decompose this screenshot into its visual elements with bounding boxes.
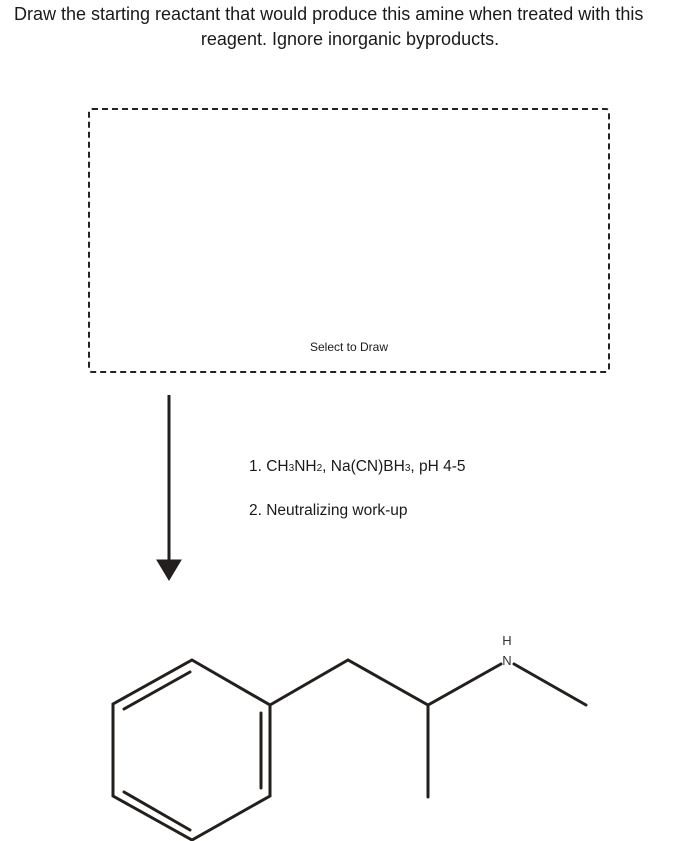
double-bond xyxy=(122,670,192,711)
atom-h-label: H xyxy=(502,633,511,648)
reagent-step-1: 1. CH3NH2, Na(CN)BH3, pH 4-5 xyxy=(249,458,466,476)
question-line-2: reagent. Ignore inorganic byproducts. xyxy=(200,29,500,49)
atom-n-label: N xyxy=(502,653,511,668)
text: NH xyxy=(294,458,317,475)
text: , pH 4-5 xyxy=(410,458,466,475)
text: , Na(CN)BH xyxy=(322,458,405,475)
reagent-step-2: 2. Neutralizing work-up xyxy=(249,502,408,519)
select-to-draw-label: Select to Draw xyxy=(309,340,389,354)
arrow-head xyxy=(156,559,182,581)
double-bond xyxy=(122,790,192,832)
chain-bonds xyxy=(268,658,503,707)
benzene-ring xyxy=(111,658,272,841)
product-structure xyxy=(111,658,588,841)
text: 1. CH xyxy=(249,458,289,475)
n-methyl-bond xyxy=(512,662,588,707)
text: 3 xyxy=(404,463,411,474)
text: 2 xyxy=(316,463,323,474)
text: 3 xyxy=(288,463,295,474)
draw-area[interactable]: Select to Draw xyxy=(88,108,610,373)
reaction-arrow xyxy=(156,395,182,581)
question-line-1: Draw the starting reactant that would pr… xyxy=(14,4,644,24)
